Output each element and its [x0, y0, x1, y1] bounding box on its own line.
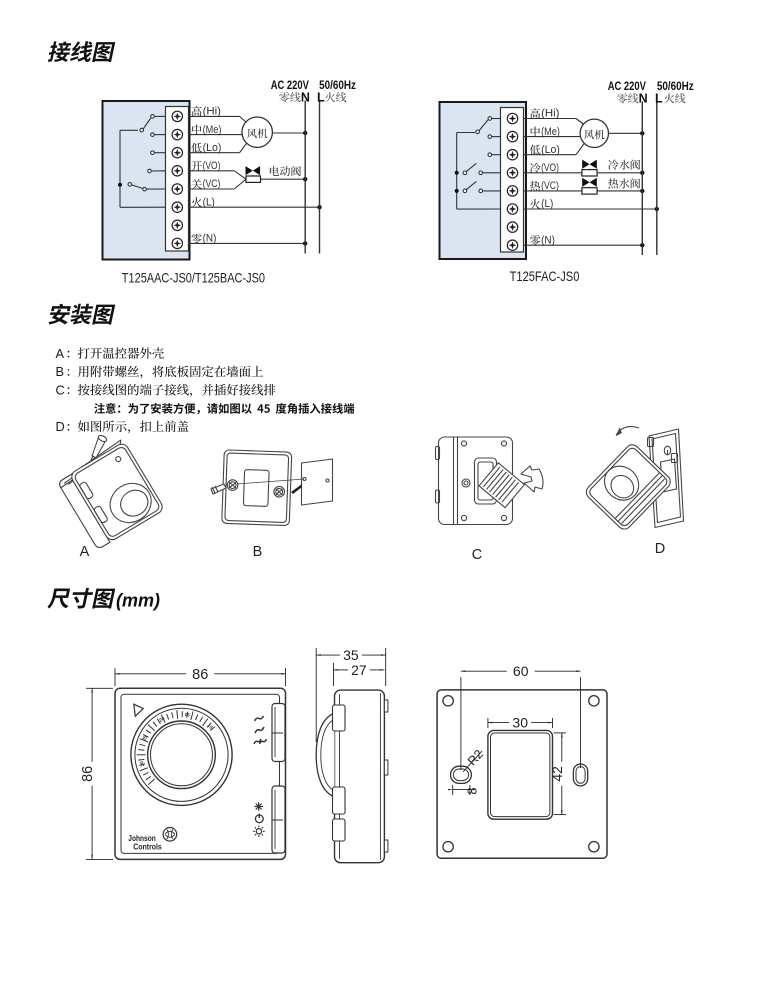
- svg-text:(Hi): (Hi): [203, 106, 221, 118]
- svg-text:A: A: [56, 346, 65, 361]
- svg-text:20: 20: [158, 716, 166, 724]
- svg-text:C: C: [56, 382, 65, 397]
- svg-text:T125AAC-JS0/T125BAC-JS0: T125AAC-JS0/T125BAC-JS0: [122, 270, 265, 286]
- svg-text:C: C: [472, 547, 482, 563]
- svg-text:25: 25: [141, 735, 149, 743]
- svg-text:30: 30: [139, 760, 146, 767]
- svg-text:86: 86: [80, 766, 96, 782]
- svg-text:N: N: [301, 90, 310, 104]
- svg-text:(Hi): (Hi): [541, 108, 559, 120]
- svg-text:60: 60: [513, 663, 529, 679]
- svg-text:27: 27: [351, 662, 367, 678]
- svg-text:35: 35: [343, 647, 359, 663]
- svg-text:D: D: [655, 541, 665, 557]
- svg-text:(L): (L): [203, 196, 215, 208]
- svg-text:(VO): (VO): [541, 162, 559, 174]
- svg-text:Johnson: Johnson: [128, 834, 156, 843]
- svg-text:50/60Hz: 50/60Hz: [319, 78, 356, 92]
- svg-text:AC 220V: AC 220V: [608, 79, 647, 93]
- svg-text:AC 220V: AC 220V: [271, 78, 310, 92]
- svg-text:(VO): (VO): [203, 160, 221, 172]
- svg-text:50/60Hz: 50/60Hz: [657, 79, 694, 93]
- svg-text:L: L: [655, 91, 663, 105]
- svg-text:(VC): (VC): [203, 178, 221, 190]
- svg-text:42: 42: [549, 766, 565, 782]
- svg-text:B: B: [253, 544, 263, 560]
- svg-text:(VC): (VC): [541, 180, 559, 192]
- svg-text:(Lo): (Lo): [541, 144, 560, 156]
- svg-text:30: 30: [512, 715, 528, 731]
- svg-text:(mm): (mm): [116, 591, 160, 611]
- svg-text:(Me): (Me): [541, 126, 560, 138]
- svg-text:A: A: [80, 544, 90, 560]
- svg-text:86: 86: [192, 667, 208, 683]
- svg-text:10: 10: [206, 723, 214, 731]
- svg-text:L: L: [317, 90, 325, 104]
- svg-text:8: 8: [465, 787, 480, 794]
- svg-text:(N): (N): [203, 233, 217, 245]
- svg-text:(Lo): (Lo): [203, 142, 222, 154]
- svg-text:15: 15: [184, 712, 190, 719]
- svg-text:Controls: Controls: [133, 843, 162, 852]
- svg-text:D: D: [56, 419, 65, 434]
- svg-text:(Me): (Me): [203, 124, 222, 136]
- svg-text:B: B: [56, 364, 65, 379]
- svg-text:(L): (L): [541, 198, 553, 210]
- svg-text:(N): (N): [541, 234, 555, 246]
- svg-text:T125FAC-JS0: T125FAC-JS0: [510, 269, 580, 284]
- svg-text:N: N: [639, 91, 648, 105]
